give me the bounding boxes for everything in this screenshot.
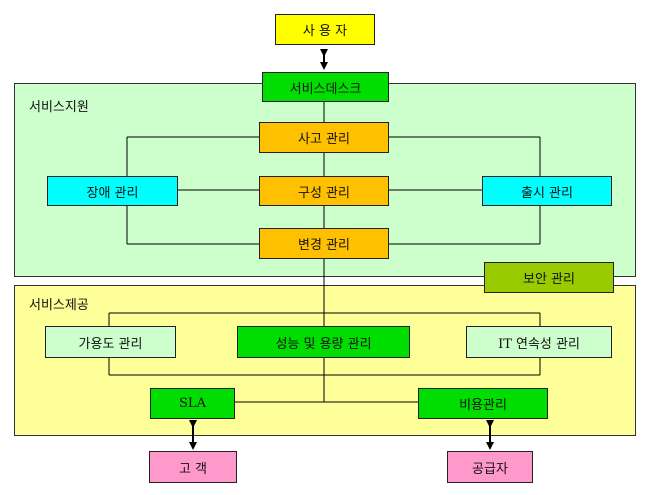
security-mgmt-box[interactable]: 보안 관리 xyxy=(484,262,614,293)
continuity-mgmt-box[interactable]: IT 연속성 관리 xyxy=(466,326,612,358)
release-mgmt-box[interactable]: 출시 관리 xyxy=(482,176,612,206)
availability-mgmt-box[interactable]: 가용도 관리 xyxy=(45,326,176,358)
capacity-mgmt-box[interactable]: 성능 및 용량 관리 xyxy=(237,326,410,358)
service-desk-box[interactable]: 서비스데스크 xyxy=(262,72,389,102)
sla-box[interactable]: SLA xyxy=(150,388,235,419)
supplier-box[interactable]: 공급자 xyxy=(447,451,533,483)
service-delivery-label: 서비스제공 xyxy=(29,298,89,313)
service-support-label: 서비스지원 xyxy=(29,100,89,115)
config-mgmt-box[interactable]: 구성 관리 xyxy=(259,176,389,206)
change-mgmt-box[interactable]: 변경 관리 xyxy=(259,228,389,259)
problem-mgmt-box[interactable]: 장애 관리 xyxy=(47,176,178,206)
customer-box[interactable]: 고 객 xyxy=(149,451,237,483)
user-box[interactable]: 사 용 자 xyxy=(275,14,375,45)
incident-mgmt-box[interactable]: 사고 관리 xyxy=(259,122,389,153)
cost-mgmt-box[interactable]: 비용관리 xyxy=(418,388,548,419)
